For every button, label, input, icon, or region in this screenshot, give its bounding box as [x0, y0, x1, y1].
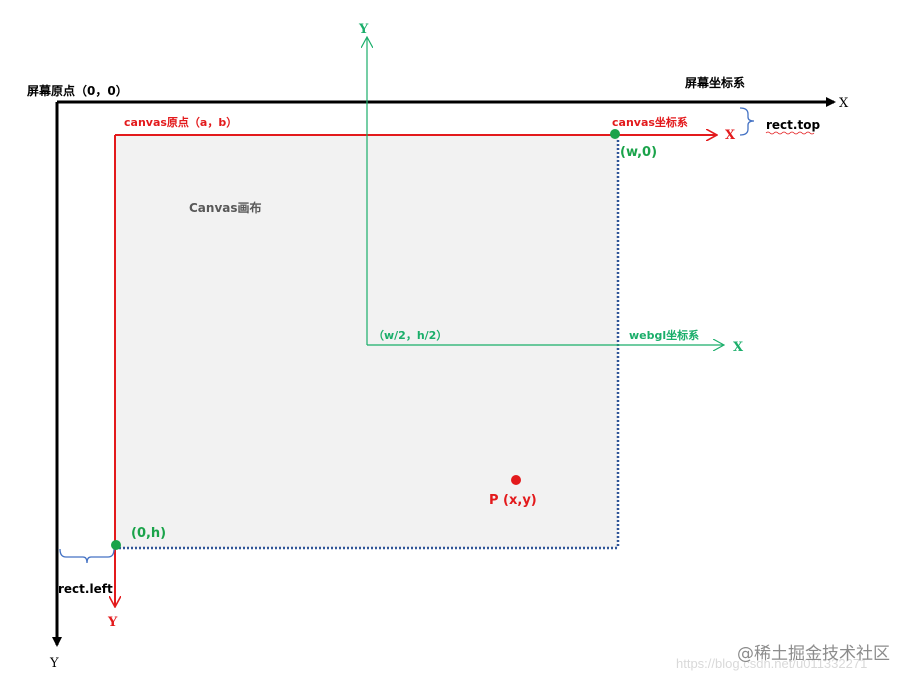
- point-p-label: P (x,y): [489, 493, 537, 508]
- canvas-x-label: X: [725, 128, 736, 143]
- webgl-x-label: X: [733, 340, 744, 355]
- canvas-title: Canvas画布: [189, 200, 262, 215]
- point-w0: [610, 129, 620, 139]
- point-0h: [111, 540, 121, 550]
- rect-top-label: rect.top: [766, 118, 820, 132]
- screen-coord-label: 屏幕坐标系: [684, 75, 745, 90]
- canvas-coord-label: canvas坐标系: [612, 115, 688, 129]
- point-w0-label: (w,0): [620, 145, 657, 160]
- point-p: [511, 475, 521, 485]
- canvas-origin-label: canvas原点（a，b）: [124, 115, 237, 129]
- webgl-y-label: Y: [358, 22, 369, 37]
- webgl-coord-label: webgl坐标系: [629, 328, 699, 342]
- webgl-center-label: （w/2，h/2）: [373, 329, 447, 342]
- canvas-y-label: Y: [107, 615, 118, 630]
- rect-left-brace: [59, 548, 115, 564]
- watermark: @稀土掘金技术社区: [737, 644, 890, 664]
- point-0h-label: (0,h): [131, 526, 166, 541]
- screen-origin-label: 屏幕原点（0，0）: [26, 83, 128, 98]
- screen-y-label: Y: [49, 656, 59, 671]
- rect-left-label: rect.left: [58, 582, 113, 596]
- rect-top-brace: [739, 107, 755, 136]
- watermark-url: https://blog.csdn.net/u011332271: [676, 656, 867, 671]
- screen-x-label: X: [839, 96, 849, 111]
- rect-top-underline: [765, 131, 815, 135]
